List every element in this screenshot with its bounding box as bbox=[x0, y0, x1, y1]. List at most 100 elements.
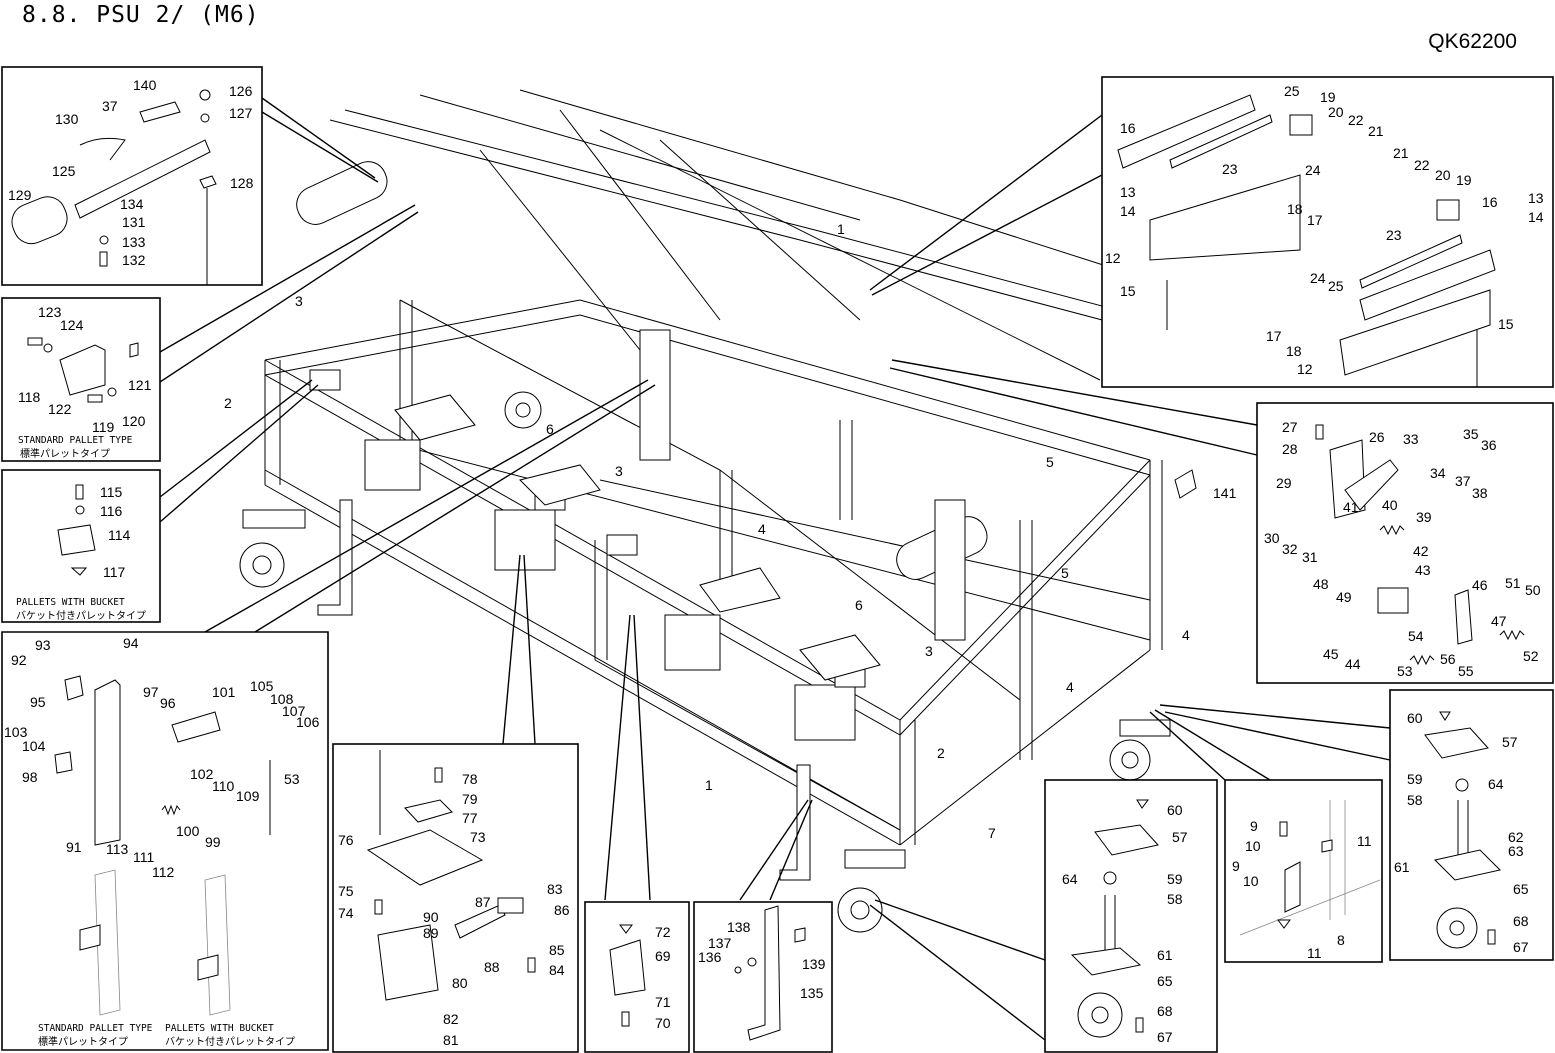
br2-label-8: 8 bbox=[1337, 932, 1345, 948]
tr-label-15a: 15 bbox=[1120, 283, 1136, 299]
mr-label-29: 29 bbox=[1276, 475, 1292, 491]
bl-label-98: 98 bbox=[22, 769, 38, 785]
bl-label-101: 101 bbox=[212, 684, 236, 700]
cl1-label-118: 118 bbox=[18, 389, 41, 405]
br3-label-65: 65 bbox=[1513, 881, 1529, 897]
bm-label-78: 78 bbox=[462, 771, 478, 787]
bm-label-88: 88 bbox=[484, 959, 500, 975]
bl-label-113: 113 bbox=[106, 841, 129, 857]
tr-label-13a: 13 bbox=[1120, 184, 1136, 200]
main-labels: 1 1 2 2 3 3 3 4 4 4 5 5 6 6 7 141 bbox=[224, 221, 1237, 841]
bl-caption2-en: PALLETS WITH BUCKET bbox=[165, 1023, 274, 1034]
mr-label-52: 52 bbox=[1523, 648, 1539, 664]
mr-label-32: 32 bbox=[1282, 541, 1298, 557]
tl-label-131: 131 bbox=[122, 214, 146, 230]
mr-label-49: 49 bbox=[1336, 589, 1352, 605]
main-label-6b: 6 bbox=[855, 597, 863, 613]
b4-label-137: 137 bbox=[708, 935, 732, 951]
mr-label-48: 48 bbox=[1313, 576, 1329, 592]
br3-label-64: 64 bbox=[1488, 776, 1504, 792]
main-label-1b: 1 bbox=[705, 777, 713, 793]
bl-label-111: 111 bbox=[133, 849, 154, 865]
mr-label-43: 43 bbox=[1415, 562, 1431, 578]
br1-label-61: 61 bbox=[1157, 947, 1173, 963]
bl-label-110: 110 bbox=[212, 778, 235, 794]
br3-label-67: 67 bbox=[1513, 939, 1529, 955]
mr-label-46: 46 bbox=[1472, 577, 1488, 593]
tr-label-12a: 12 bbox=[1105, 250, 1121, 266]
b3-label-69: 69 bbox=[655, 948, 671, 964]
mr-label-54: 54 bbox=[1408, 628, 1424, 644]
tr-label-25b: 25 bbox=[1328, 278, 1344, 294]
tl-label-140: 140 bbox=[133, 77, 157, 93]
br1-label-59: 59 bbox=[1167, 871, 1183, 887]
tr-label-21a: 21 bbox=[1368, 123, 1384, 139]
bm-label-77: 77 bbox=[462, 810, 478, 826]
bl-label-53: 53 bbox=[284, 771, 300, 787]
b4-label-138: 138 bbox=[727, 919, 751, 935]
br3-label-59: 59 bbox=[1407, 771, 1423, 787]
cl2-caption-en: PALLETS WITH BUCKET bbox=[16, 597, 125, 608]
br1-label-64: 64 bbox=[1062, 871, 1078, 887]
tl-label-128: 128 bbox=[230, 175, 254, 191]
tr-label-16b: 16 bbox=[1482, 194, 1498, 210]
detail-box-caster-2: 60 57 59 64 58 62 63 61 65 68 67 bbox=[1389, 689, 1554, 961]
tl-label-127: 127 bbox=[229, 105, 253, 121]
tr-label-23a: 23 bbox=[1222, 161, 1238, 177]
tr-label-22b: 22 bbox=[1414, 157, 1430, 173]
tr-label-17a: 17 bbox=[1307, 212, 1323, 228]
mr-label-45: 45 bbox=[1323, 646, 1339, 662]
mr-label-41: 41 bbox=[1343, 499, 1359, 515]
bl-label-107: 107 bbox=[282, 703, 306, 719]
b4-label-136: 136 bbox=[698, 949, 722, 965]
detail-box-standard-pallet: 123 124 121 118 122 119 120 STANDARD PAL… bbox=[1, 297, 161, 462]
main-label-2b: 2 bbox=[937, 745, 945, 761]
detail-box-bottom-middle: 78 79 77 76 73 75 74 83 87 90 89 86 85 8… bbox=[332, 743, 579, 1053]
tr-label-20b: 20 bbox=[1435, 167, 1451, 183]
bl-label-94: 94 bbox=[123, 635, 139, 651]
main-label-3b: 3 bbox=[615, 463, 623, 479]
br2-label-10a: 10 bbox=[1245, 838, 1261, 854]
main-label-4b: 4 bbox=[1066, 679, 1074, 695]
bl-label-112: 112 bbox=[152, 864, 175, 880]
bl-label-109: 109 bbox=[236, 788, 260, 804]
bm-label-89: 89 bbox=[423, 925, 439, 941]
cl1-label-123: 123 bbox=[38, 304, 62, 320]
tr-label-14b: 14 bbox=[1528, 209, 1544, 225]
bm-label-82: 82 bbox=[443, 1011, 459, 1027]
br1-label-65: 65 bbox=[1157, 973, 1173, 989]
br2-label-9a: 9 bbox=[1250, 818, 1258, 834]
detail-box-bucket-pallet: 115 116 114 117 PALLETS WITH BUCKET バケット… bbox=[1, 469, 161, 623]
bl-caption1-jp: 標準パレットタイプ bbox=[38, 1035, 128, 1048]
br1-label-58: 58 bbox=[1167, 891, 1183, 907]
main-label-4a: 4 bbox=[758, 521, 766, 537]
b3-label-72: 72 bbox=[655, 924, 671, 940]
br1-label-57: 57 bbox=[1172, 829, 1188, 845]
main-label-1a: 1 bbox=[837, 221, 845, 237]
mr-label-55: 55 bbox=[1458, 663, 1474, 679]
tr-label-18b: 18 bbox=[1286, 343, 1302, 359]
cl2-label-117: 117 bbox=[103, 564, 126, 580]
bl-caption1-en: STANDARD PALLET TYPE bbox=[38, 1023, 153, 1034]
br3-label-57: 57 bbox=[1502, 734, 1518, 750]
mr-label-38: 38 bbox=[1472, 485, 1488, 501]
main-label-5b: 5 bbox=[1061, 565, 1069, 581]
mr-label-51: 51 bbox=[1505, 575, 1521, 591]
detail-box-top-left: 140 126 127 37 130 134 128 129 125 131 1… bbox=[1, 66, 263, 286]
br3-label-62: 62 bbox=[1508, 829, 1524, 845]
page-title: 8.8. PSU 2/ (M6) bbox=[22, 2, 260, 28]
br2-label-10b: 10 bbox=[1243, 873, 1259, 889]
tr-label-24a: 24 bbox=[1305, 162, 1321, 178]
tr-label-16a: 16 bbox=[1120, 120, 1136, 136]
cl1-caption-jp: 標準パレットタイプ bbox=[20, 447, 110, 460]
br1-label-60: 60 bbox=[1167, 802, 1183, 818]
mr-label-27: 27 bbox=[1282, 419, 1298, 435]
cl1-label-120: 120 bbox=[122, 413, 146, 429]
cl1-label-122: 122 bbox=[48, 401, 72, 417]
detail-box-top-right: 16 25 19 20 22 21 23 24 13 14 18 17 12 1… bbox=[1101, 76, 1554, 388]
bm-label-81: 81 bbox=[443, 1032, 459, 1048]
bm-label-90: 90 bbox=[423, 909, 439, 925]
tr-label-23b: 23 bbox=[1386, 227, 1402, 243]
b3-label-71: 71 bbox=[655, 994, 671, 1010]
main-label-4c: 4 bbox=[1182, 627, 1190, 643]
